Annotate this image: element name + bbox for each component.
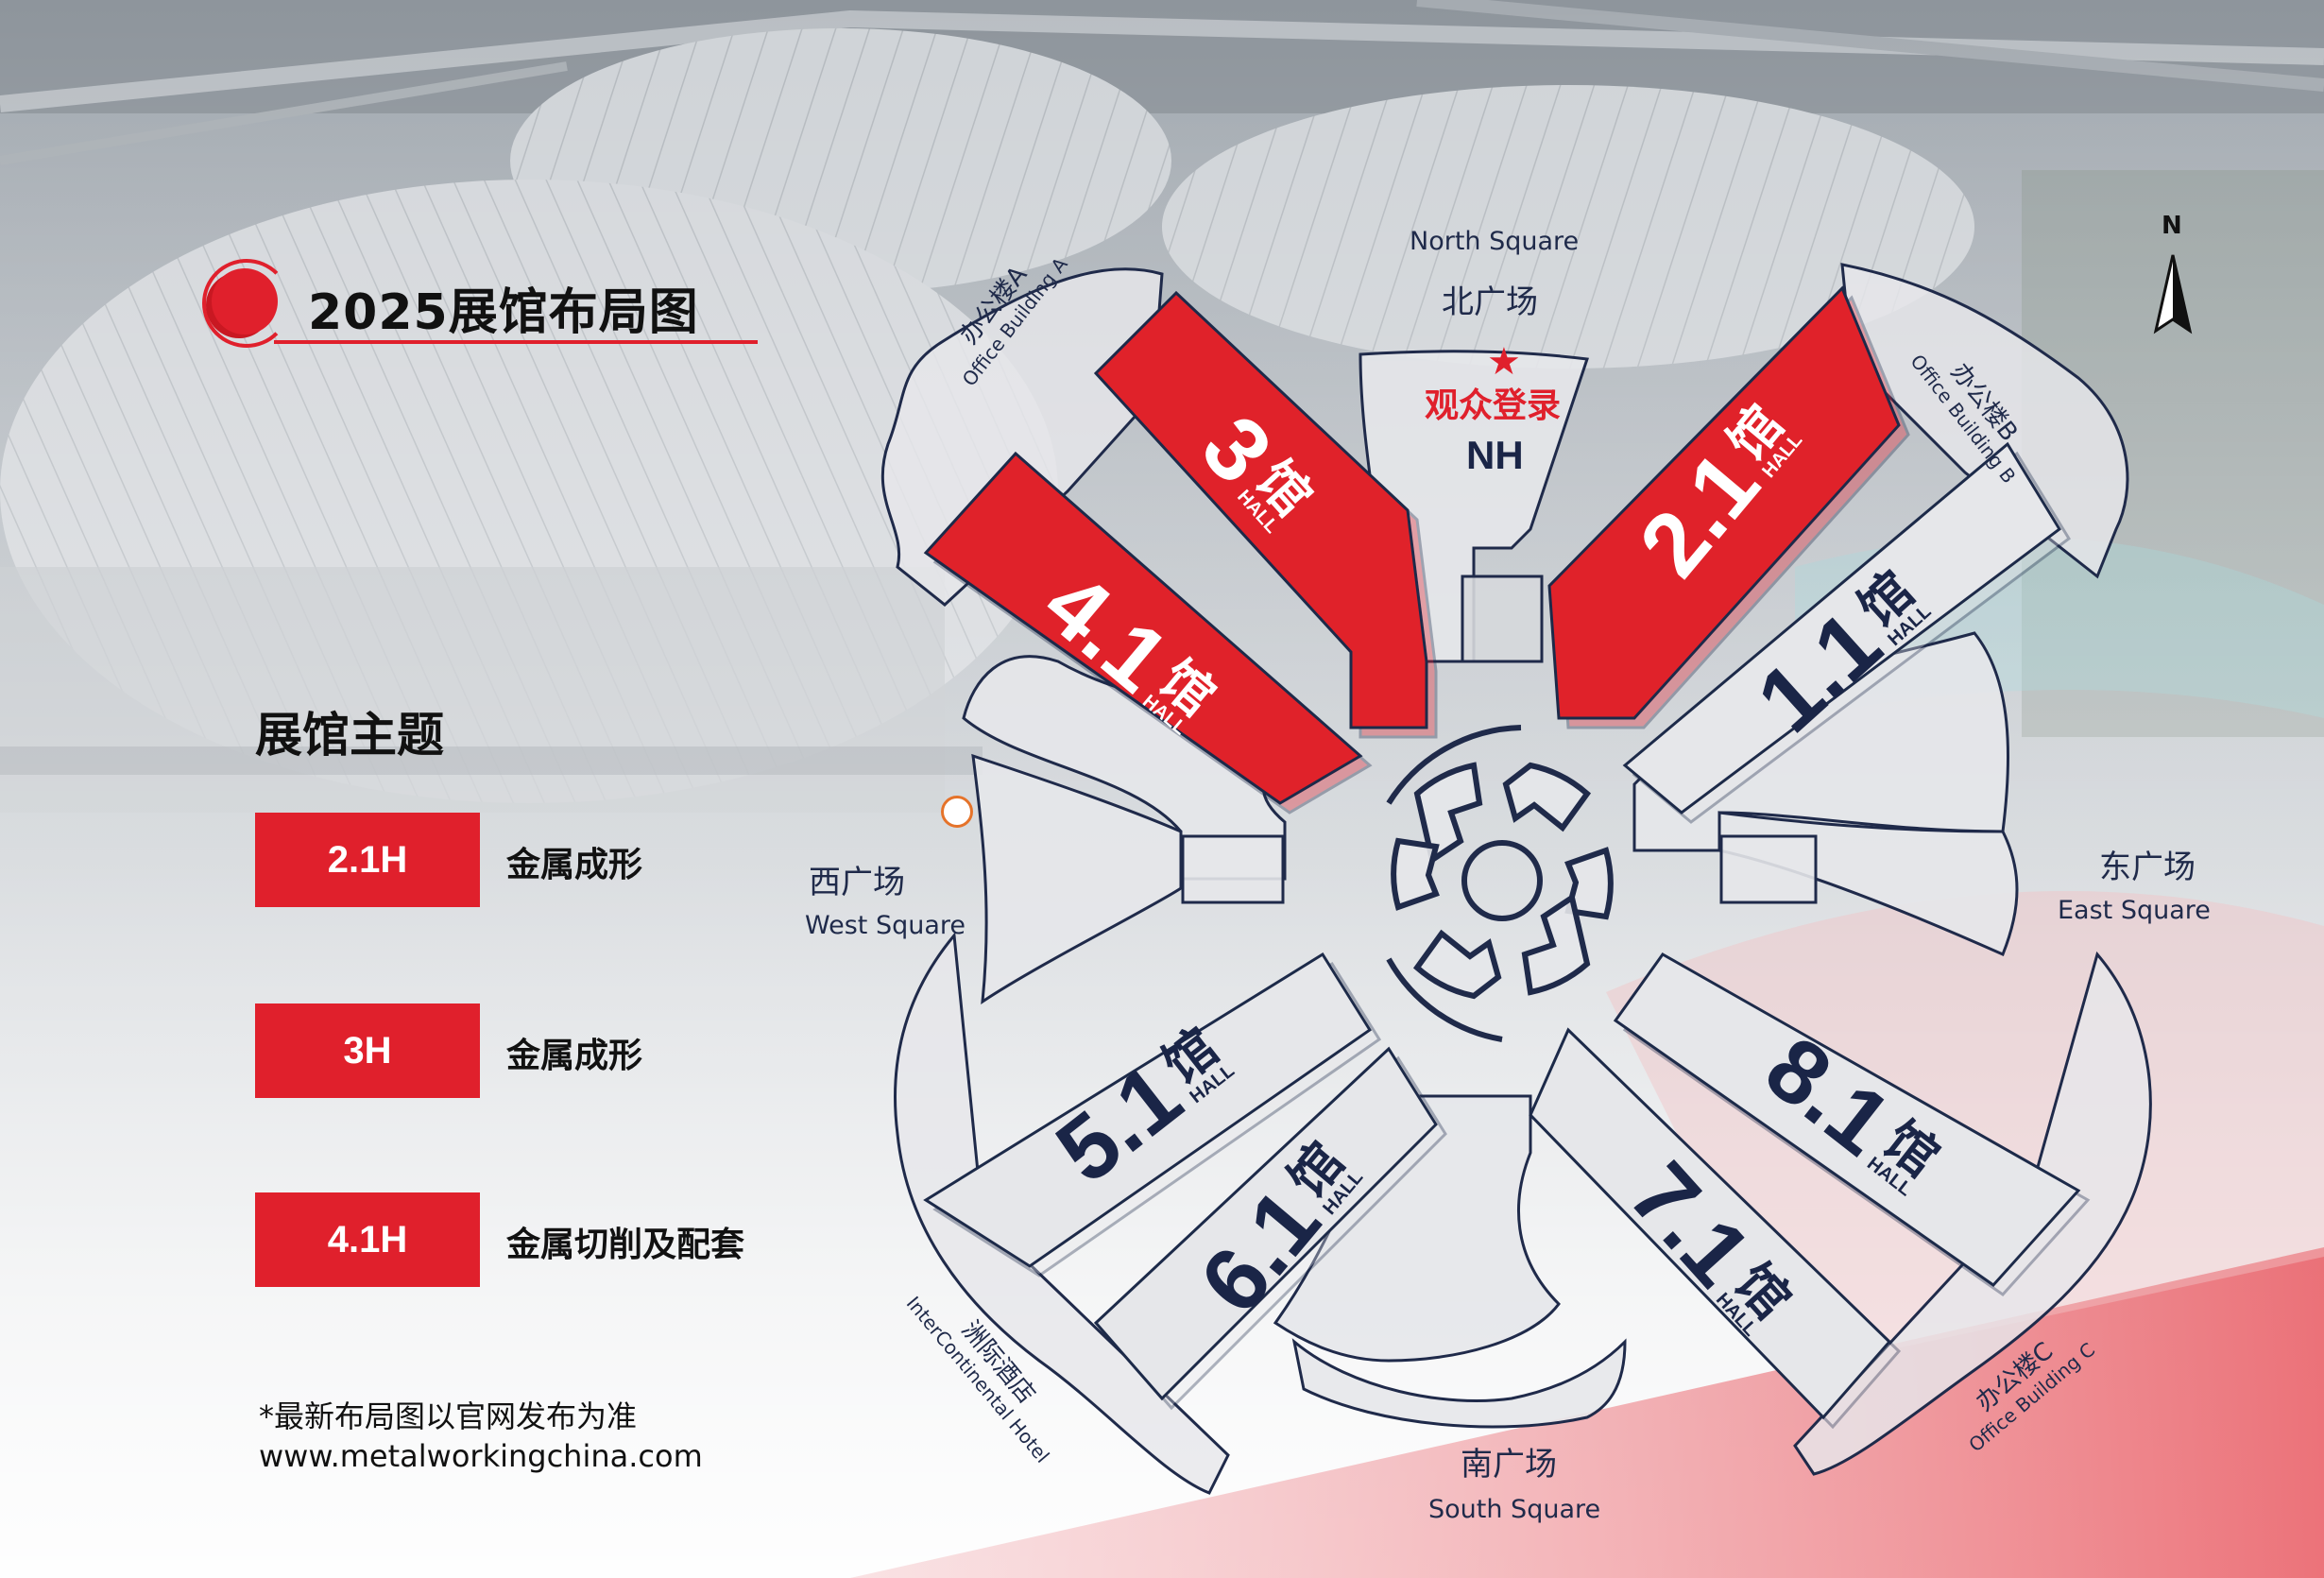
compass-label: N [2162,212,2182,240]
hall-4-1[interactable] [923,451,1363,805]
theme-row: 4.1H 金属切削及配套 [255,1192,916,1287]
north-arrow-icon [2153,254,2193,334]
east-connector [1719,834,1818,904]
hall-7-1[interactable] [1529,1027,1892,1420]
north-entrance-block [1461,575,1544,663]
hall-6-1[interactable] [1093,1046,1438,1401]
west-square-en: West Square [805,911,966,940]
theme-name: 金属成形 [506,846,643,884]
footnote-url[interactable]: www.metalworkingchina.com [259,1438,703,1474]
theme-name: 金属成形 [506,1037,643,1075]
title-text: 2025展馆布局图 [308,284,699,341]
theme-row: 2.1H 金属成形 [255,813,916,907]
hall-2-1[interactable] [1547,285,1901,720]
central-hub [1386,725,1614,1042]
metro-icon [941,796,973,828]
hall-1-1[interactable] [1622,441,2061,815]
theme-hall-badge: 3H [255,1003,480,1098]
theme-row: 3H 金属成形 [255,1003,916,1098]
south-plaza [1273,1094,1561,1363]
theme-hall-badge: 4.1H [255,1192,480,1287]
east-square-en: East Square [2058,896,2211,925]
hall-3[interactable] [1093,290,1428,729]
theme-name: 金属切削及配套 [506,1226,745,1264]
north-square-en: North Square [1410,227,1580,256]
north-square-zh: 北广场 [1442,283,1538,321]
ne-outline [1840,263,2129,579]
south-square-zh: 南广场 [1461,1446,1557,1484]
south-plaza-bottom [1291,1338,1627,1429]
hall-8-1[interactable] [1613,952,2081,1287]
west-connector [1181,834,1285,904]
title-dot-icon [212,268,278,334]
map-title: 2025展馆布局图 [202,255,769,350]
west-square-zh: 西广场 [809,864,905,901]
nw-outline [880,267,1164,607]
footnote-disclaimer: *最新布局图以官网发布为准 [259,1398,638,1434]
se-outline [1793,951,2152,1476]
east-square-zh: 东广场 [2099,849,2196,886]
entrance-code: NH [1466,433,1524,477]
entrance-star-icon: ★ [1487,340,1521,384]
hall-5-1[interactable] [923,952,1373,1268]
title-underline [274,340,758,344]
west-plaza-lower [971,753,1183,1005]
footnote: *最新布局图以官网发布为准 www.metalworkingchina.com [259,1397,703,1476]
title-ring-icon [202,259,291,348]
themes-heading: 展馆主题 [255,708,444,763]
south-square-en: South Square [1428,1495,1601,1524]
entrance-label[interactable]: 观众登录 [1425,386,1562,425]
theme-hall-badge: 2.1H [255,813,480,907]
